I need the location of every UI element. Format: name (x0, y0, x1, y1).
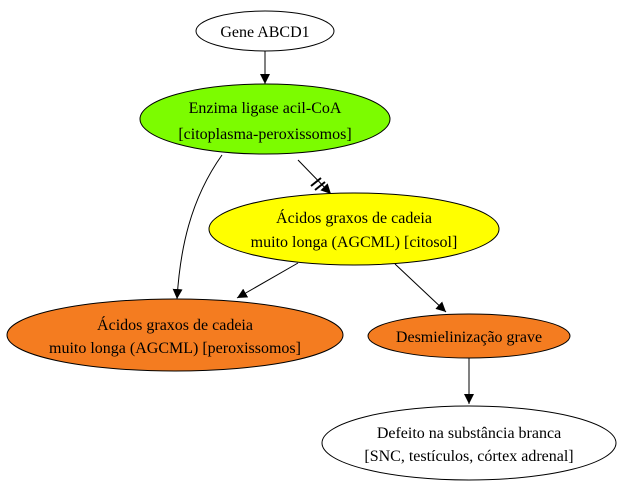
node-label-line: Defeito na substância branca (377, 425, 561, 442)
edge-cytosol-to-peroxisome (236, 262, 299, 299)
node-shape (195, 10, 335, 52)
node-label-line: [citoplasma-peroxissomos] (178, 126, 351, 143)
node-white-matter-defect: Defeito na substância branca [SNC, testí… (321, 405, 617, 481)
edge-cytosol-to-demyelination (394, 263, 447, 313)
node-label-line: Desmielinização grave (396, 329, 542, 346)
node-label-line: muito longa (AGCML) [peroxissomos] (49, 340, 301, 357)
node-label-line: Ácidos graxos de cadeia (276, 208, 432, 227)
node-shape (367, 313, 571, 359)
node-enzyme: Enzima ligase acil-CoA [citoplasma-perox… (139, 83, 391, 155)
edge-enzyme-to-peroxisome (172, 154, 223, 300)
node-demyelination: Desmielinização grave (367, 313, 571, 359)
node-gene-abcd1: Gene ABCD1 (195, 10, 335, 52)
inhibition-mark (310, 177, 326, 191)
node-shape (208, 192, 500, 266)
edge-enzyme-to-cytosol-blocked (297, 159, 332, 195)
node-label-line: Gene ABCD1 (220, 24, 309, 41)
node-label-line: Ácidos graxos de cadeia (97, 315, 253, 334)
node-label-line: muito longa (AGCML) [citosol] (251, 234, 458, 251)
node-agcml-peroxisome: Ácidos graxos de cadeia muito longa (AGC… (6, 298, 344, 372)
node-label-line: Enzima ligase acil-CoA (189, 100, 342, 117)
node-shape (139, 83, 391, 155)
node-shape (6, 298, 344, 372)
node-label-line: [SNC, testículos, córtex adrenal] (364, 448, 573, 465)
node-shape (321, 405, 617, 481)
node-agcml-cytosol: Ácidos graxos de cadeia muito longa (AGC… (208, 192, 500, 266)
